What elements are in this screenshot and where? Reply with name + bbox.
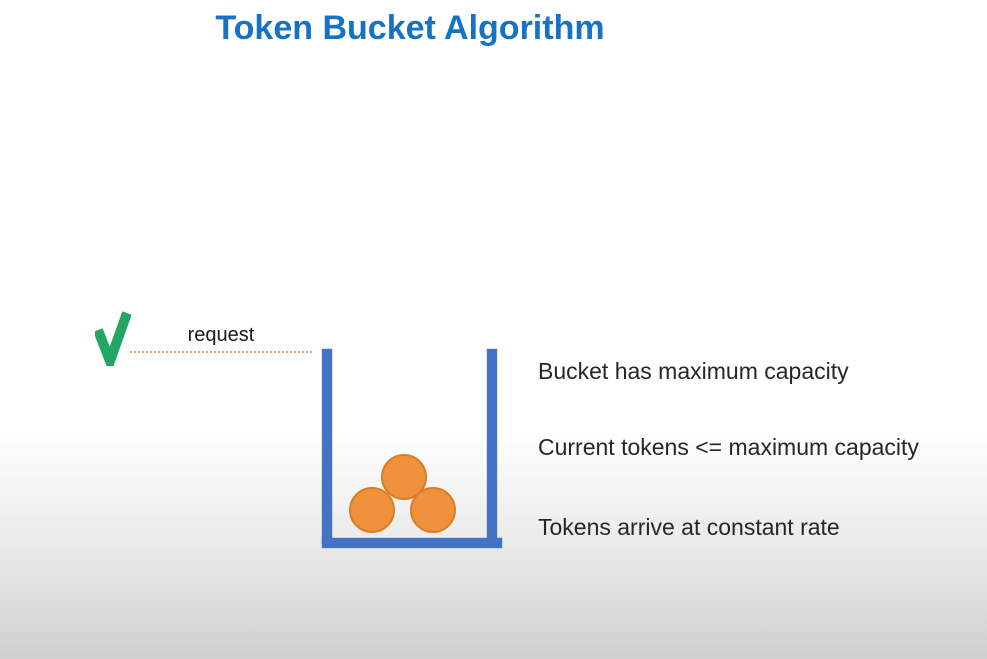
bucket-right-wall: [487, 349, 497, 543]
checkmark-icon: [95, 311, 131, 366]
bucket-bottom: [322, 538, 502, 548]
bucket-left-wall: [322, 349, 332, 543]
token-circle: [410, 487, 456, 533]
request-dotted-connector-line: [130, 351, 312, 353]
request-label: request: [187, 324, 255, 346]
note-current-tokens: Current tokens <= maximum capacity: [538, 434, 919, 460]
note-bucket-capacity: Bucket has maximum capacity: [538, 358, 849, 384]
note-token-arrival-rate: Tokens arrive at constant rate: [538, 514, 840, 540]
token-circle: [349, 487, 395, 533]
page-title: Token Bucket Algorithm: [215, 9, 605, 47]
